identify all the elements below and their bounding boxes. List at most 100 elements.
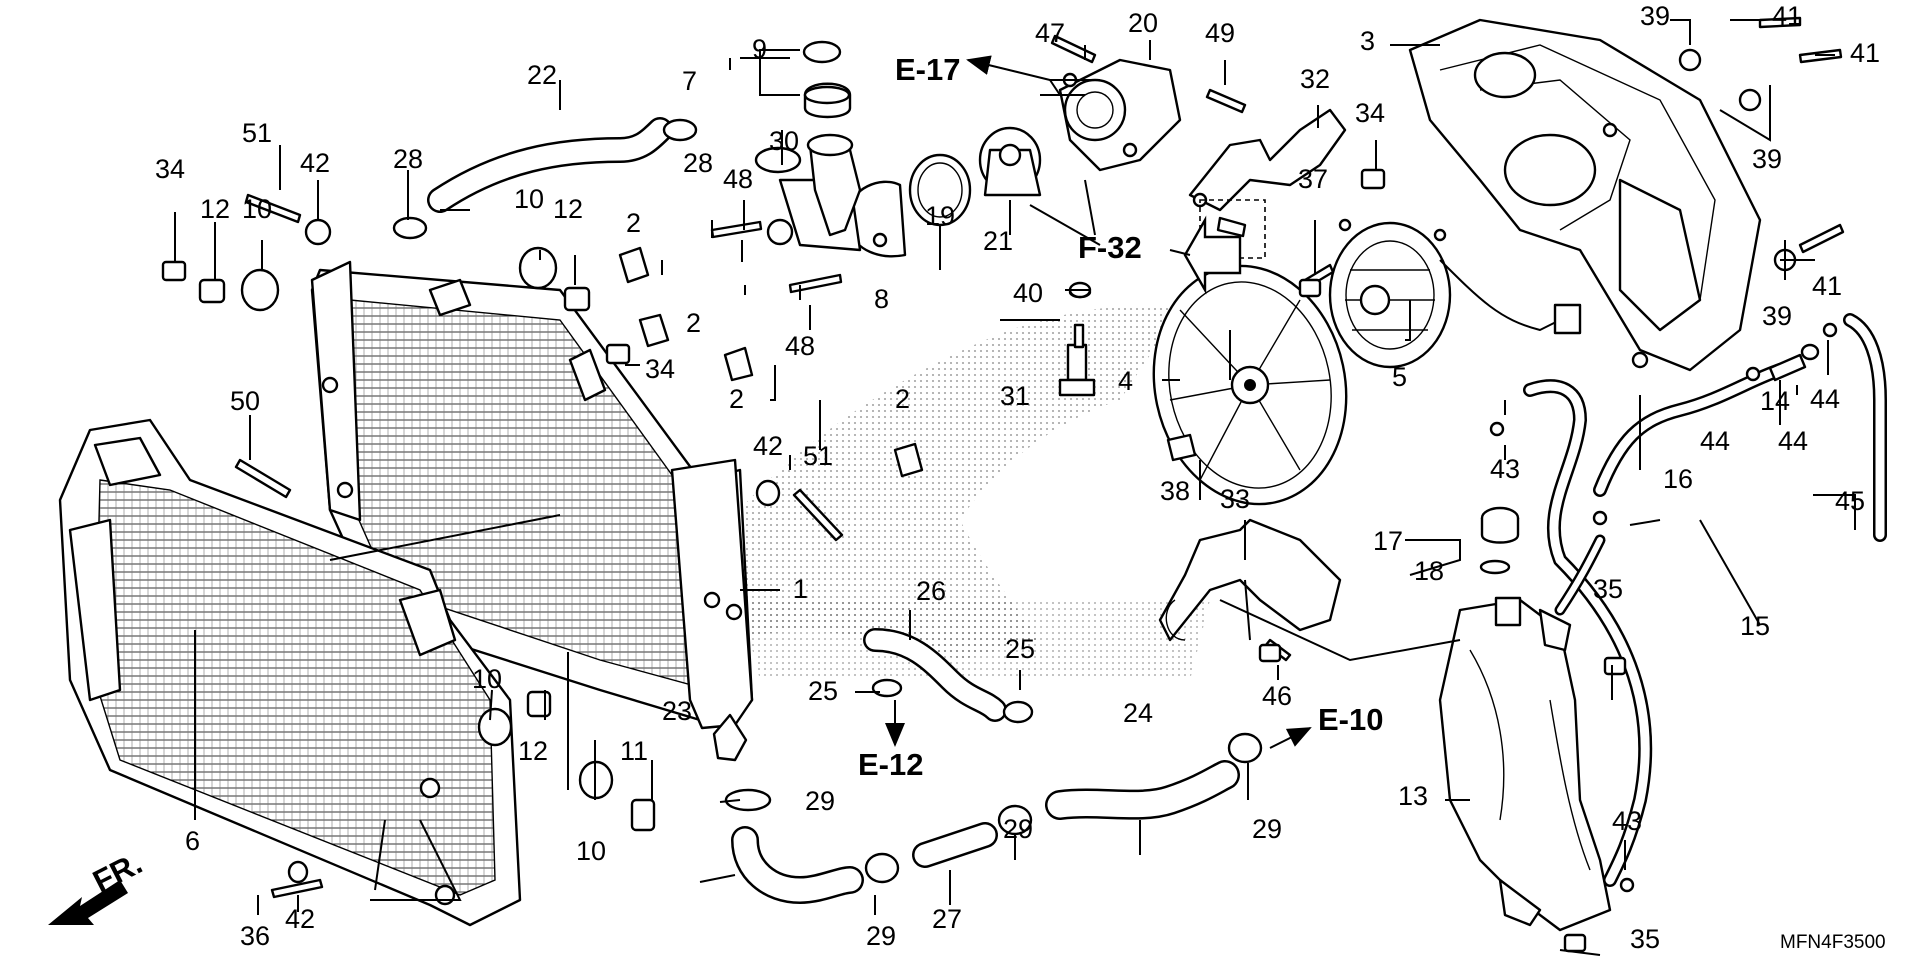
callout: 4: [1118, 366, 1133, 396]
callout: 49: [1205, 18, 1235, 48]
callout: 16: [1663, 464, 1693, 494]
callout-numbers: 1 2 2 2 2 3 4 5 6 7 8 9 10 10 10 10 11 1…: [155, 1, 1880, 954]
callout: 12: [518, 736, 548, 766]
callout: 29: [866, 921, 896, 951]
callout: 10: [514, 184, 544, 214]
thermostat-housing: [1058, 58, 1182, 172]
callout: 2: [626, 208, 641, 238]
callout: 51: [803, 441, 833, 471]
callout: 15: [1740, 611, 1770, 641]
ref-e17: E-17: [895, 52, 960, 87]
callout: 44: [1778, 426, 1808, 456]
leader-lines: [174, 19, 1856, 956]
front-direction-label: FR.: [87, 845, 147, 899]
callout: 41: [1812, 271, 1842, 301]
reserve-tank: [1438, 596, 1612, 932]
callout: 45: [1835, 486, 1865, 516]
radiator-shroud: [58, 418, 522, 927]
callout: 29: [1003, 814, 1033, 844]
callout: 27: [932, 904, 962, 934]
callout: 23: [662, 696, 692, 726]
cooling-fan: [1152, 264, 1348, 506]
callout: 34: [1355, 98, 1385, 128]
e10-arrow: [1269, 727, 1312, 749]
ref-e12: E-12: [858, 747, 923, 782]
callout: 33: [1220, 484, 1250, 514]
fan-shroud: [1408, 18, 1762, 372]
callout: 25: [808, 676, 838, 706]
callout: 44: [1700, 426, 1730, 456]
callout: 32: [1300, 64, 1330, 94]
callout: 29: [805, 786, 835, 816]
callout: 47: [1035, 18, 1065, 48]
callout: 19: [925, 201, 955, 231]
callout: 26: [916, 576, 946, 606]
callout: 42: [285, 904, 315, 934]
callout: 22: [527, 60, 557, 90]
callout: 25: [1005, 634, 1035, 664]
ref-f32: F-32: [1078, 230, 1142, 265]
hidden-bolt: [1216, 216, 1247, 238]
hardware: [161, 16, 1845, 953]
tank-cap: [1479, 506, 1520, 575]
callout: 14: [1760, 386, 1790, 416]
callout: 30: [769, 126, 799, 156]
watermark-dots-lower: [740, 600, 1210, 680]
ref-e10: E-10: [1318, 702, 1383, 737]
callout: 13: [1398, 781, 1428, 811]
callout: 17: [1373, 526, 1403, 556]
callout: 44: [1810, 384, 1840, 414]
callout: 41: [1850, 38, 1880, 68]
callout: 51: [242, 118, 272, 148]
hoses: [427, 117, 1887, 905]
bracket-upper: [1188, 108, 1347, 212]
callout: 11: [620, 736, 648, 766]
callout: 43: [1490, 454, 1520, 484]
callout: 10: [472, 664, 502, 694]
callout: 39: [1752, 144, 1782, 174]
callout: 36: [240, 921, 270, 951]
callout: 12: [200, 194, 230, 224]
diagram-code: MFN4F3500: [1780, 932, 1886, 953]
callout: 43: [1612, 806, 1642, 836]
f32-arrow: [1183, 215, 1242, 295]
callout: 5: [1392, 362, 1407, 392]
thermostat: [978, 126, 1042, 197]
front-direction-indicator: FR.: [48, 845, 148, 925]
callout: 2: [729, 384, 744, 414]
callout: 28: [683, 148, 713, 178]
front-arrow-icon: [48, 880, 128, 925]
callout: 9: [752, 34, 767, 64]
callout: 34: [155, 154, 185, 184]
callout: 18: [1414, 556, 1444, 586]
callout: 42: [753, 431, 783, 461]
callout: 10: [576, 836, 606, 866]
callout: 46: [1262, 681, 1292, 711]
callout: 2: [686, 308, 701, 338]
callout: 21: [983, 226, 1013, 256]
callout: 3: [1360, 26, 1375, 56]
callout: 50: [230, 386, 260, 416]
callout: 29: [1252, 814, 1282, 844]
callout: 1: [793, 574, 808, 604]
callout: 34: [645, 354, 675, 384]
callout: 38: [1160, 476, 1190, 506]
callout: 35: [1630, 924, 1660, 954]
f32-leaders: [1029, 179, 1191, 256]
e17-bracket: [1040, 79, 1100, 96]
callout: 31: [1000, 381, 1030, 411]
callout: 6: [185, 826, 200, 856]
callout: 35: [1593, 574, 1623, 604]
callout: 39: [1762, 301, 1792, 331]
callout: 8: [874, 284, 889, 314]
callout: 20: [1128, 8, 1158, 38]
callout: 39: [1640, 1, 1670, 31]
callout: 41: [1772, 1, 1802, 31]
callout: 48: [785, 331, 815, 361]
callout: 10: [242, 194, 272, 224]
callout: 37: [1298, 164, 1328, 194]
e17-arrow: [966, 55, 1051, 81]
fan-motor: [1328, 218, 1582, 369]
